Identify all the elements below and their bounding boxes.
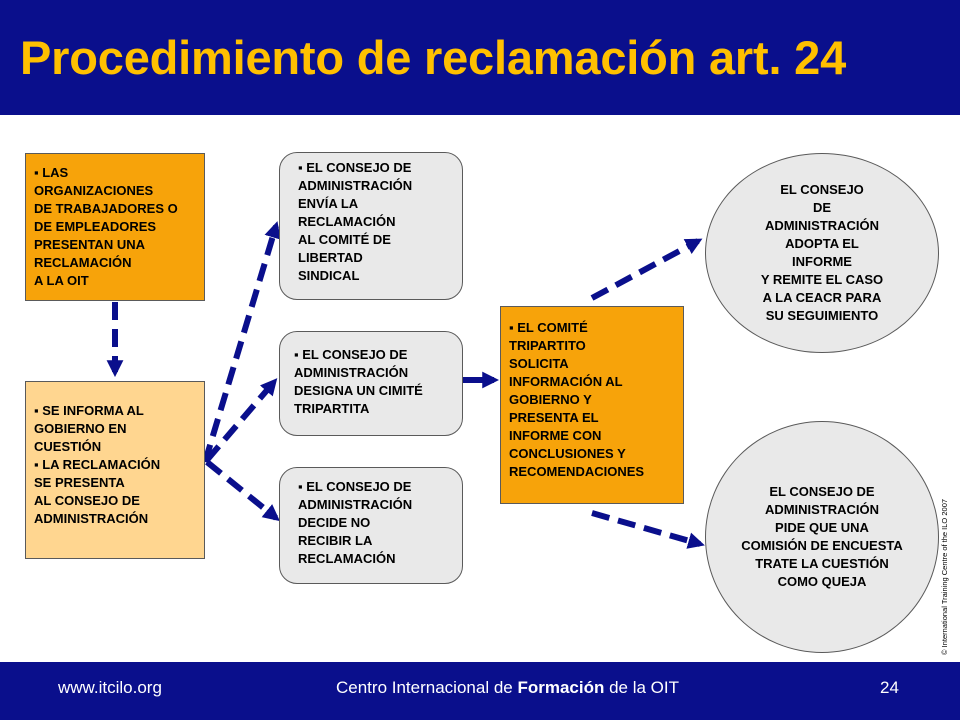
footer-bar: www.itcilo.org Centro Internacional de F… [0,662,960,720]
box-send-to-committee: ▪ EL CONSEJO DE ADMINISTRACIÓN ENVÍA LA … [279,152,463,300]
copyright-side-note: © International Training Centre of the I… [940,498,949,655]
box-tripartite-committee: ▪ EL COMITÉ TRIPARTITO SOLICITA INFORMAC… [500,306,684,504]
box-government-informed: ▪ SE INFORMA AL GOBIERNO EN CUESTIÓN ▪ L… [25,381,205,559]
arrow-inform-to-send [202,221,281,463]
page-number: 24 [880,678,899,697]
box-decide-not-receive: ▪ EL CONSEJO DE ADMINISTRACIÓN DECIDE NO… [279,467,463,584]
box-designate-tripartite: ▪ EL CONSEJO DE ADMINISTRACIÓN DESIGNA U… [279,331,463,436]
arrow-inform-to-decide [205,459,280,522]
header-bar: Procedimiento de reclamación art. 24 [0,0,960,115]
box-organizations-submit: ▪ LAS ORGANIZACIONES DE TRABAJADORES O D… [25,153,205,301]
page-title: Procedimiento de reclamación art. 24 [20,31,847,84]
footer-organization: Centro Internacional de Formación de la … [336,678,679,697]
footer-url[interactable]: www.itcilo.org [58,678,162,697]
arrow-inform-to-designate [204,378,278,462]
circle-adopt-report: EL CONSEJO DE ADMINISTRACIÓN ADOPTA EL I… [705,153,939,353]
circle-commission-of-inquiry: EL CONSEJO DE ADMINISTRACIÓN PIDE QUE UN… [705,421,939,653]
arrow-committee-to-inquiry [591,510,705,549]
arrow-committee-to-adopt [590,238,703,301]
